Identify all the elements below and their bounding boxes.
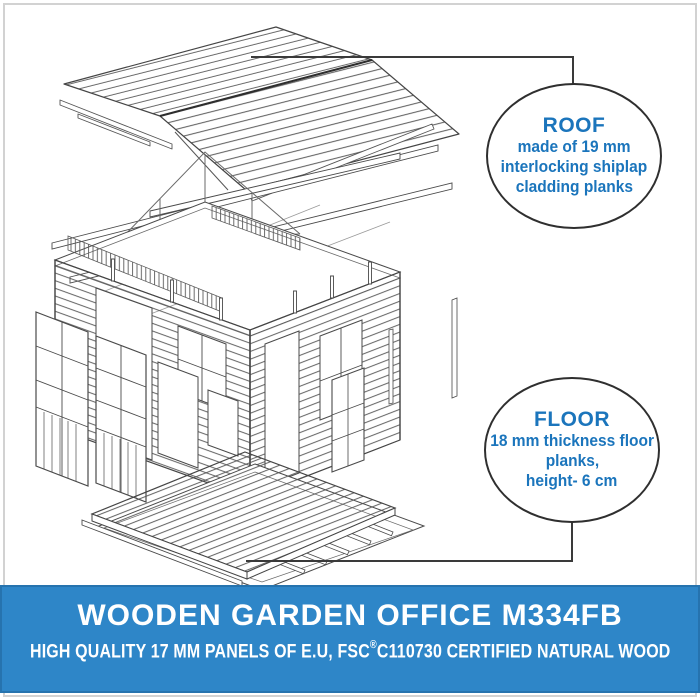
fascia-board [59,99,173,150]
subtitle-prefix: HIGH QUALITY 17 MM PANELS OF E.U, FSC [29,641,370,663]
trim-board [451,297,458,399]
door-leaf [95,335,147,503]
subtitle-suffix: C110730 CERTIFIED NATURAL WOOD [376,641,671,663]
floor-callout-bubble: FLOOR 18 mm thickness floor planks, heig… [484,377,660,523]
trim-board [388,328,394,405]
wall-panel [157,361,199,469]
door-leaf [35,311,89,487]
registered-trademark-icon: ® [369,639,377,651]
floor-callout-line: height- 6 cm [526,471,618,490]
top-studs [111,258,372,321]
floor-connector-line [246,522,573,562]
callout-connectors [246,56,574,562]
roof-callout-line: interlocking shiplap [500,158,648,177]
exploded-door-leaves [35,297,458,503]
floor-callout-line: 18 mm thickness floor [490,432,654,451]
product-title: WOODEN GARDEN OFFICE M334FB [77,599,623,632]
eave-infill-strip [211,205,301,251]
floor-callout-line: planks, [545,452,599,471]
roof-connector-line [251,56,574,84]
floor-callout-title: FLOOR [534,408,610,432]
wall-panel [207,389,239,457]
fascia-board [77,113,151,147]
roof-panels [59,26,460,202]
roof-callout-title: ROOF [542,114,606,138]
floor-assembly [81,451,426,591]
product-banner: WOODEN GARDEN OFFICE M334FB HIGH QUALITY… [0,585,700,693]
roof-callout-bubble: ROOF made of 19 mm interlocking shiplap … [486,83,662,229]
product-subtitle: HIGH QUALITY 17 MM PANELS OF E.U, FSC®C1… [29,639,671,663]
roof-callout-line: made of 19 mm [517,138,631,157]
window-sash [331,367,365,473]
roof-callout-line: cladding planks [515,177,633,196]
